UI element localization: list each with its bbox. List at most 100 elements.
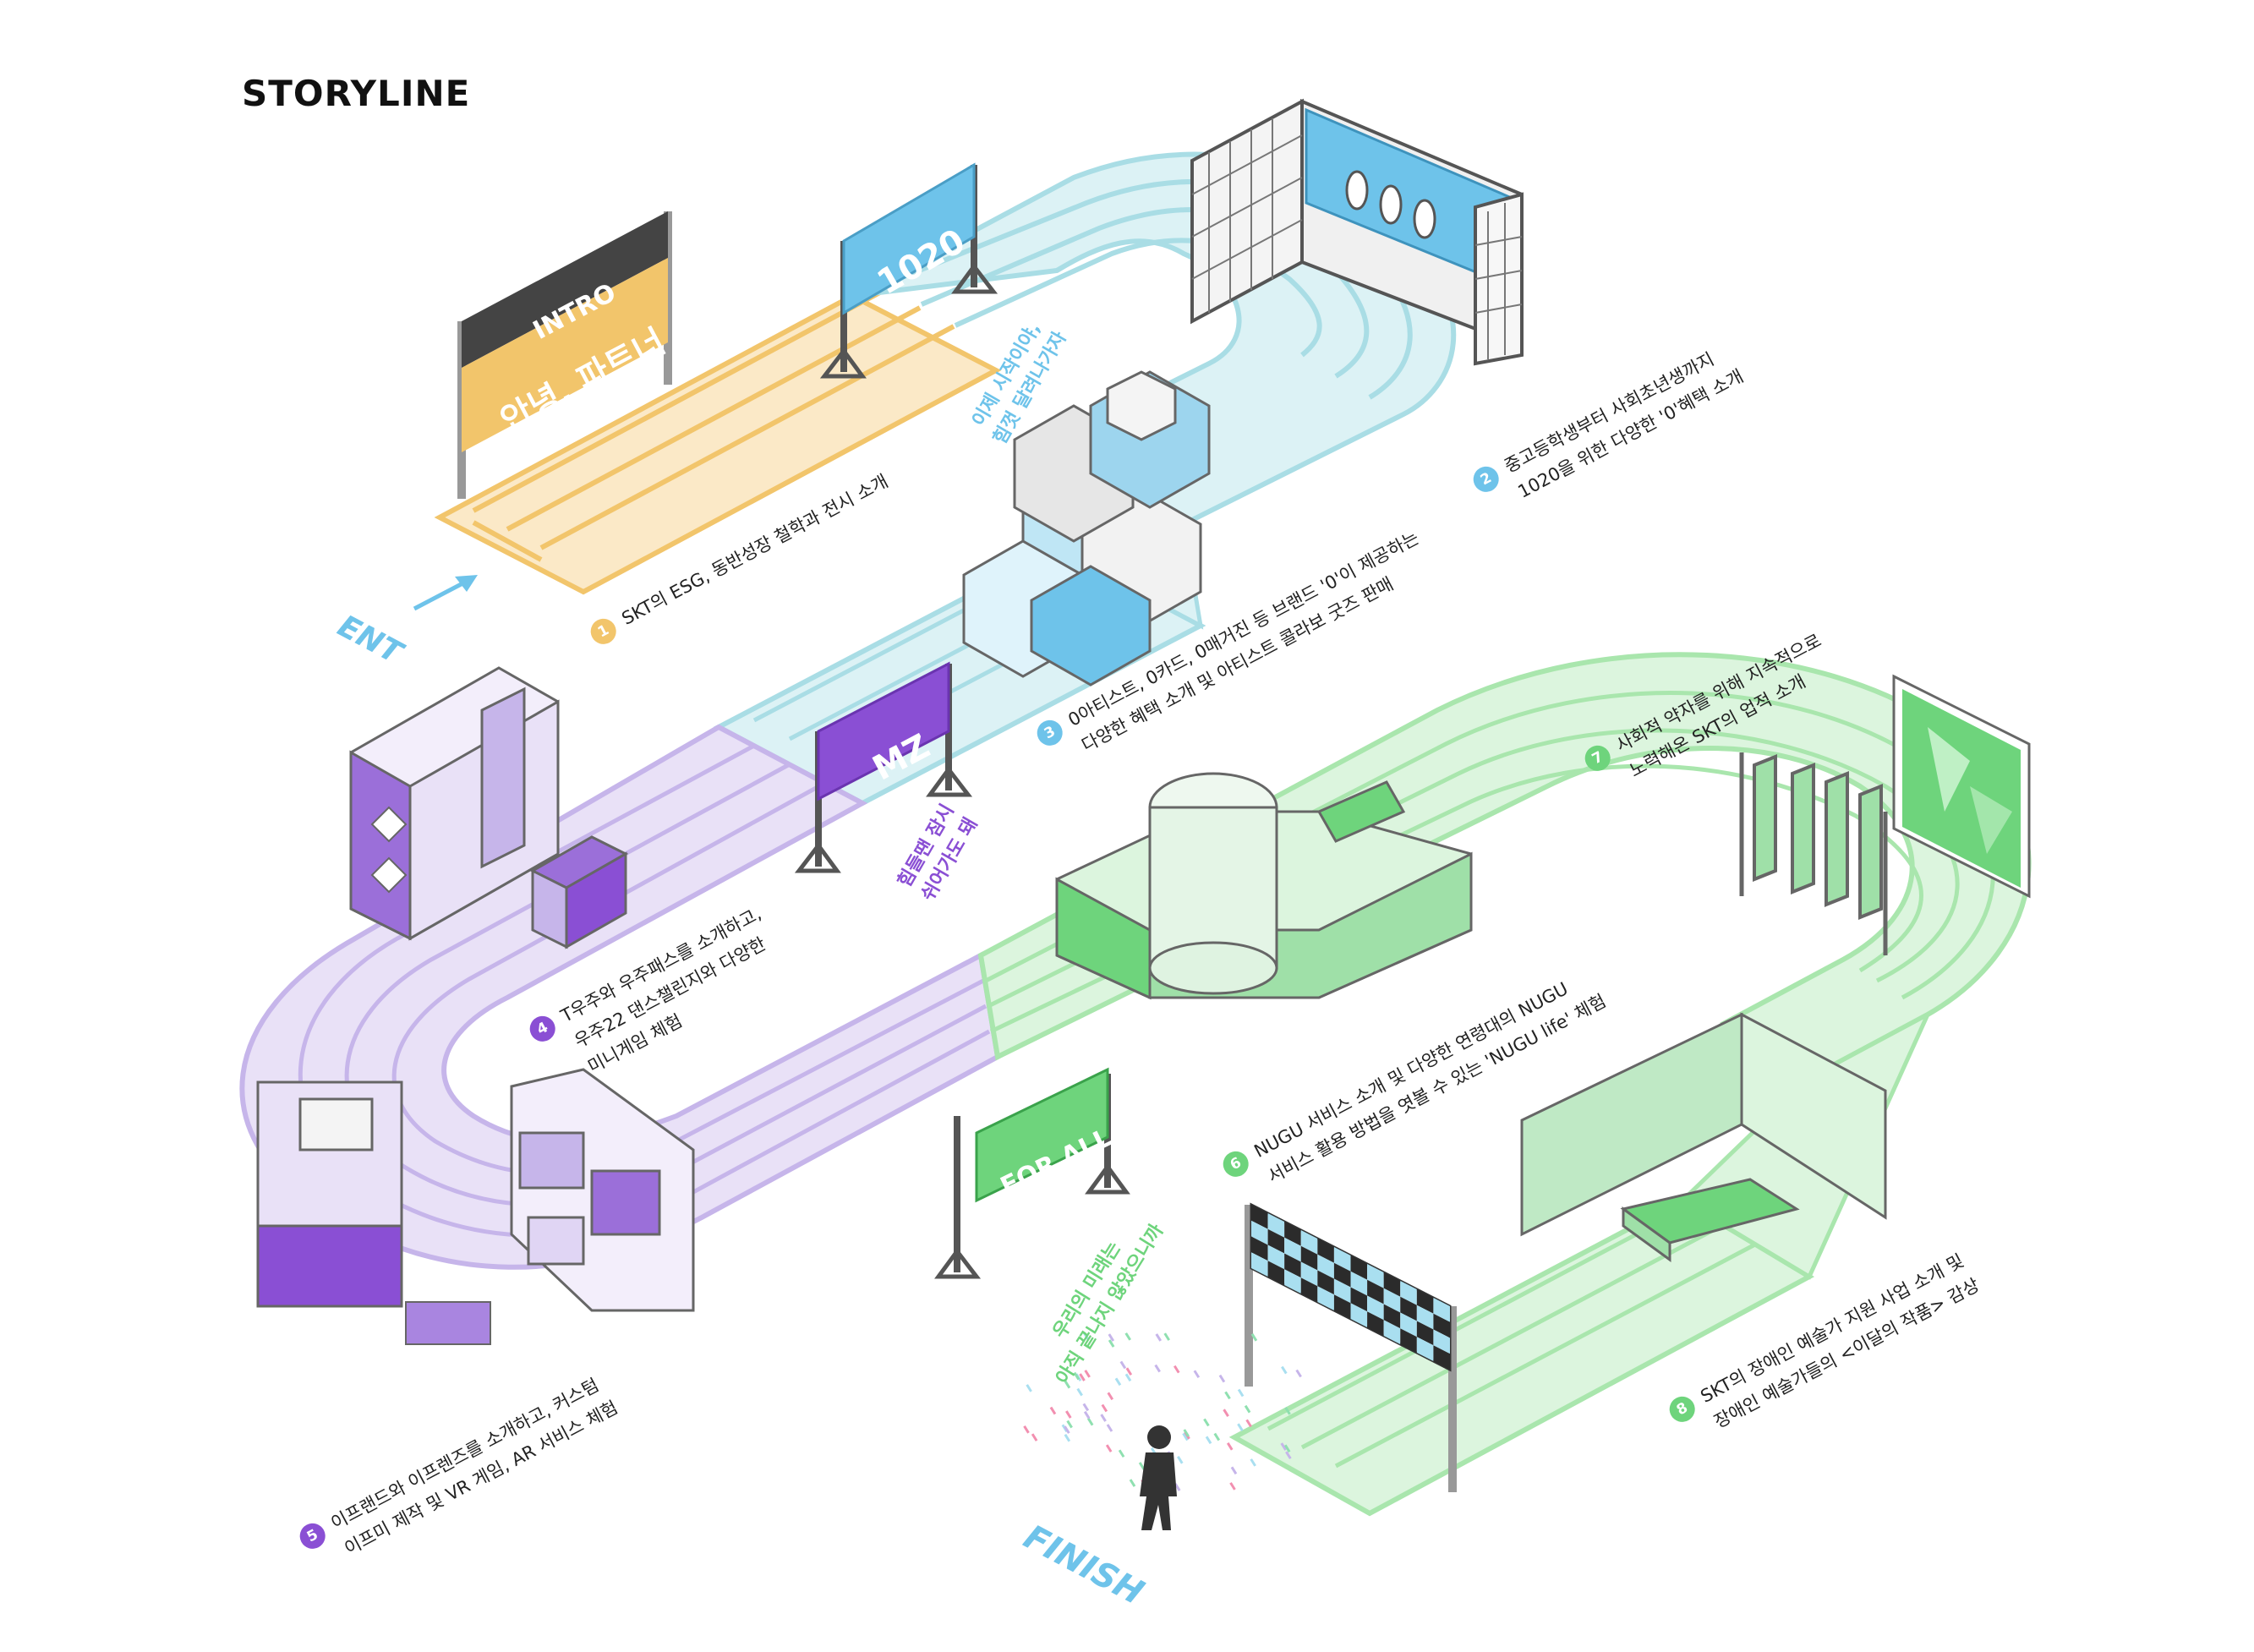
entrance-arrow-icon — [413, 575, 478, 611]
booth-ifland — [256, 1068, 695, 1345]
checker-cell — [1284, 1253, 1301, 1278]
confetti-piece — [1065, 1410, 1072, 1419]
confetti-piece — [1101, 1403, 1108, 1413]
confetti-piece — [1105, 1444, 1113, 1452]
checker-cell — [1267, 1228, 1285, 1254]
checker-cell — [1333, 1262, 1351, 1288]
finish-line-banner — [1245, 1202, 1457, 1492]
checker-cell — [1300, 1245, 1318, 1271]
checker-cell — [1416, 1337, 1434, 1361]
confetti-piece — [1031, 1433, 1038, 1441]
checker-cell — [1383, 1272, 1401, 1297]
checker-cell — [1433, 1345, 1450, 1370]
confetti-piece — [1173, 1365, 1180, 1374]
checker-cell — [1416, 1289, 1434, 1314]
confetti-piece — [1114, 1377, 1122, 1387]
confetti-piece — [1108, 1333, 1115, 1342]
confetti-piece — [1237, 1423, 1244, 1431]
checker-cell — [1317, 1254, 1334, 1279]
checker-cell — [1267, 1213, 1285, 1238]
checker-cell — [1383, 1304, 1401, 1329]
confetti-piece — [1295, 1369, 1302, 1378]
confetti-piece — [1064, 1433, 1071, 1442]
confetti-piece — [1250, 1458, 1256, 1467]
confetti-piece — [1155, 1333, 1163, 1342]
intro-gate-sign — [457, 211, 672, 499]
confetti-piece — [1125, 1367, 1133, 1376]
confetti — [1023, 1332, 1302, 1496]
checker-cell — [1317, 1239, 1334, 1263]
gate-forall-sign — [934, 1067, 1130, 1279]
confetti-piece — [1284, 1407, 1291, 1415]
confetti-piece — [1218, 1374, 1226, 1383]
confetti-piece — [1100, 1414, 1107, 1422]
confetti-piece — [1177, 1456, 1184, 1464]
checker-cell — [1251, 1205, 1268, 1229]
booth-1020-scaffold — [1190, 98, 1524, 366]
checker-cell — [1300, 1230, 1318, 1255]
checker-cell — [1267, 1244, 1285, 1270]
confetti-piece — [1066, 1420, 1073, 1429]
checker-cell — [1333, 1294, 1351, 1319]
checker-cell — [1400, 1312, 1417, 1337]
confetti-piece — [1119, 1360, 1127, 1370]
checker-cell — [1350, 1287, 1368, 1312]
confetti-piece — [1049, 1406, 1057, 1415]
checker-cell — [1300, 1277, 1318, 1302]
checker-cell — [1350, 1271, 1368, 1296]
confetti-piece — [1076, 1387, 1083, 1397]
checker-cell — [1433, 1329, 1450, 1354]
checker-cell — [1317, 1286, 1334, 1310]
confetti-piece — [1205, 1436, 1212, 1445]
booth-social-panels — [1739, 674, 2031, 955]
confetti-piece — [1280, 1442, 1287, 1451]
confetti-piece — [1237, 1388, 1245, 1398]
confetti-piece — [1107, 1392, 1114, 1401]
confetti-piece — [1084, 1370, 1091, 1378]
checker-cell — [1284, 1269, 1301, 1294]
confetti-piece — [1203, 1418, 1210, 1427]
checker-cell — [1367, 1264, 1384, 1288]
confetti-piece — [1283, 1444, 1291, 1453]
gate-1020-sign — [819, 162, 998, 379]
confetti-piece — [1226, 1441, 1234, 1451]
confetti-piece — [1154, 1364, 1161, 1373]
confetti-piece — [1138, 1462, 1146, 1470]
confetti-piece — [1079, 1373, 1086, 1381]
checker-cell — [1284, 1237, 1301, 1262]
gate-mz-sign — [794, 661, 973, 873]
confetti-piece — [1245, 1419, 1252, 1428]
confetti-piece — [1023, 1425, 1030, 1434]
checker-cell — [1333, 1247, 1351, 1272]
checker-cell — [1251, 1220, 1268, 1245]
booth-nugu — [1055, 772, 1473, 1000]
checker-cell — [1367, 1295, 1384, 1321]
checker-cell — [1317, 1270, 1334, 1295]
checker-cell — [1367, 1279, 1384, 1305]
confetti-piece — [1124, 1373, 1132, 1382]
confetti-piece — [1086, 1417, 1094, 1426]
checker-cell — [1333, 1278, 1351, 1304]
confetti-piece — [1224, 1391, 1231, 1400]
confetti-piece — [1129, 1479, 1136, 1487]
confetti-piece — [1073, 1371, 1080, 1381]
checker-cell — [1433, 1313, 1450, 1338]
confetti-piece — [1064, 1425, 1070, 1434]
confetti-piece — [1182, 1432, 1189, 1441]
confetti-piece — [1281, 1365, 1288, 1375]
confetti-piece — [1230, 1466, 1238, 1475]
confetti-piece — [1083, 1410, 1091, 1420]
confetti-piece — [1108, 1339, 1115, 1348]
confetti-piece — [1082, 1403, 1090, 1412]
checker-cell — [1433, 1298, 1450, 1322]
checker-cell — [1383, 1320, 1401, 1344]
confetti-piece — [1124, 1332, 1131, 1341]
confetti-piece — [1223, 1409, 1229, 1417]
checker-cell — [1383, 1288, 1401, 1313]
booth-0-cube-stack — [962, 370, 1211, 687]
checker-cell — [1267, 1261, 1285, 1285]
checker-cell — [1251, 1236, 1268, 1261]
runner-figure — [1140, 1425, 1177, 1530]
